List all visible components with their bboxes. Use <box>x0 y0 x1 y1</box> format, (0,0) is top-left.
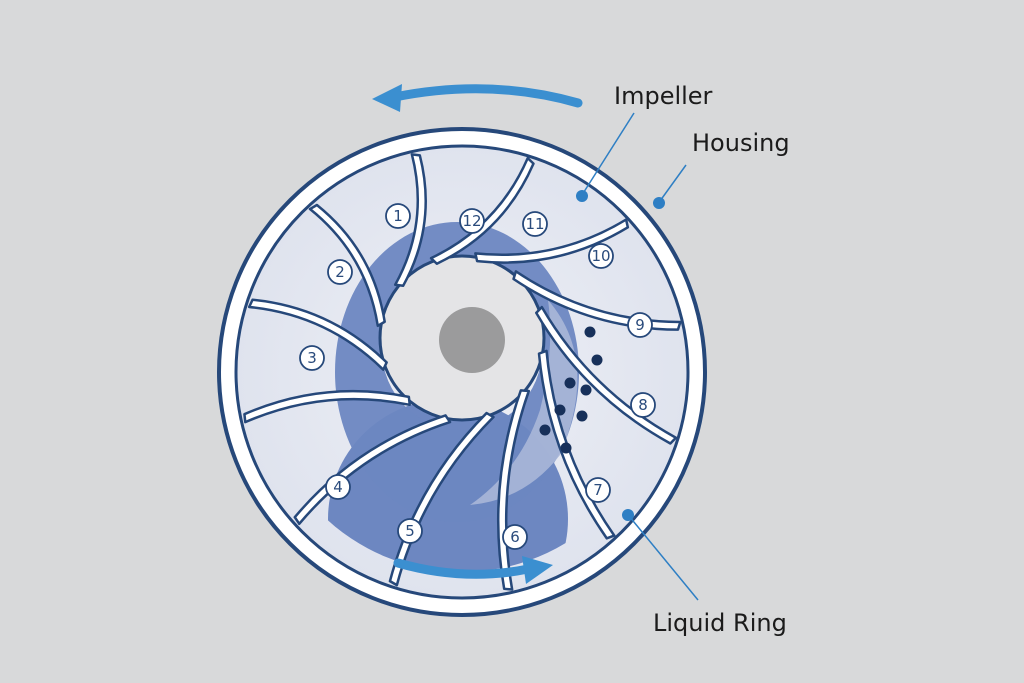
air-bubbles <box>539 326 603 454</box>
liquid-ring-label: Liquid Ring <box>653 609 787 637</box>
chamber-number-text: 5 <box>405 522 415 540</box>
chamber-number-text: 4 <box>333 478 343 496</box>
impeller-blade <box>293 414 452 526</box>
liquid-ring-light <box>470 300 578 505</box>
air-bubble <box>580 384 592 396</box>
chamber-number-text: 7 <box>593 481 603 499</box>
air-bubble <box>584 326 596 338</box>
impeller-blade <box>308 203 386 328</box>
chamber-number-8: 8 <box>630 392 656 418</box>
chamber-number-circle <box>459 208 485 234</box>
chamber-number-9: 9 <box>627 312 653 338</box>
air-bubble <box>591 354 603 366</box>
chamber-number-12: 12 <box>459 208 485 234</box>
liquid-ring-leader-line <box>628 515 699 601</box>
air-bubble <box>564 377 576 389</box>
chamber-number-text: 10 <box>591 247 610 265</box>
impeller-leader-line <box>581 112 635 196</box>
liquid-ring-leader-dot <box>622 509 634 521</box>
chamber-number-text: 12 <box>462 212 481 230</box>
chamber-number-3: 3 <box>299 345 325 371</box>
air-bubble <box>554 404 566 416</box>
rotation-arrow-top <box>390 84 583 108</box>
chamber-number-text: 11 <box>525 215 544 233</box>
chamber-number-text: 3 <box>307 349 317 367</box>
rotation-arrow-top-head <box>372 84 402 112</box>
rotation-arrow-bottom <box>393 558 533 579</box>
impeller-blade <box>393 153 427 288</box>
chamber-number-circle <box>502 524 528 550</box>
chamber-number-circle <box>299 345 325 371</box>
rotation-arrow-bottom-head <box>522 556 553 584</box>
air-bubble <box>560 442 572 454</box>
air-bubble <box>539 424 551 436</box>
chamber-number-11: 11 <box>522 211 548 237</box>
chamber-number-text: 1 <box>393 207 403 225</box>
impeller-leader-dot <box>576 190 588 202</box>
air-bubble <box>576 410 588 422</box>
impeller-blade <box>535 305 678 445</box>
chamber-number-circle <box>630 392 656 418</box>
shaft <box>439 307 505 373</box>
chamber-number-text: 6 <box>510 528 520 546</box>
chamber-number-circle <box>627 312 653 338</box>
chamber-number-4: 4 <box>325 474 351 500</box>
chamber-number-circle <box>397 518 423 544</box>
chamber-number-text: 9 <box>635 316 645 334</box>
impeller-blade <box>512 270 682 331</box>
impeller-blade <box>474 218 630 264</box>
impeller-blade <box>247 298 388 371</box>
chamber-number-1: 1 <box>385 203 411 229</box>
impeller-blade <box>537 349 616 540</box>
chamber-number-text: 2 <box>335 263 345 281</box>
chamber-number-2: 2 <box>327 259 353 285</box>
impeller-label: Impeller <box>614 82 713 110</box>
chamber-number-5: 5 <box>397 518 423 544</box>
chamber-number-circle <box>325 474 351 500</box>
chamber-number-circle <box>585 477 611 503</box>
chamber-number-circle <box>522 211 548 237</box>
chamber-number-10: 10 <box>588 243 614 269</box>
chamber-number-6: 6 <box>502 524 528 550</box>
chamber-number-circle <box>327 259 353 285</box>
chamber-number-7: 7 <box>585 477 611 503</box>
chamber-number-text: 8 <box>638 396 648 414</box>
chamber-number-circle <box>588 243 614 269</box>
housing-leader-dot <box>653 197 665 209</box>
impeller-blade <box>243 389 411 424</box>
housing-leader-line <box>659 164 687 202</box>
chamber-number-circle <box>385 203 411 229</box>
housing-label: Housing <box>692 129 790 157</box>
